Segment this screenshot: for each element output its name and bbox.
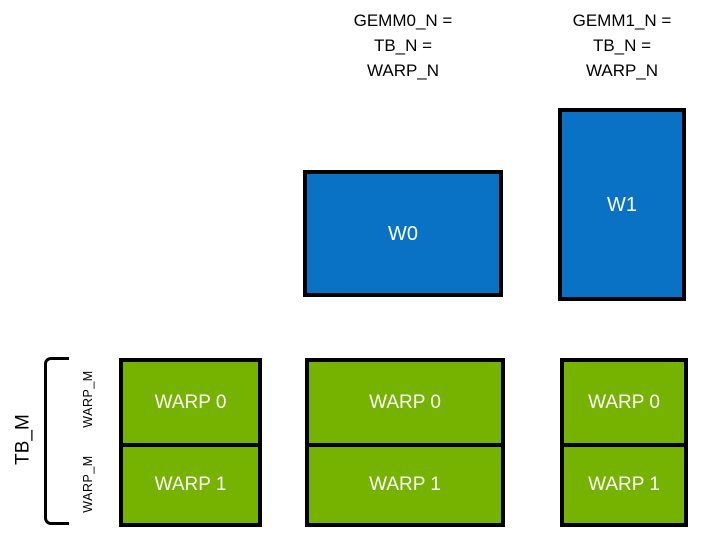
- caption-gemm1-n: GEMM1_N = TB_N = WARP_N: [572, 11, 672, 80]
- warp-cell: WARP 0: [123, 362, 258, 443]
- warp-tile-w1: W1: [558, 108, 686, 301]
- axis-label-warp-m-upper: WARP_M: [81, 370, 95, 428]
- warp-cell-label: WARP 1: [369, 474, 441, 496]
- warp-stack-1: WARP 0 WARP 1: [305, 358, 505, 527]
- warp-tile-w0: W0: [303, 170, 503, 297]
- warp-cell-label: WARP 1: [154, 474, 227, 496]
- warp-cell: WARP 0: [309, 362, 501, 443]
- warp-stack-0: WARP 0 WARP 1: [119, 358, 262, 527]
- warp-cell-label: WARP 0: [154, 391, 227, 413]
- warp-cell: WARP 1: [123, 442, 258, 523]
- warp-stack-2: WARP 0 WARP 1: [560, 358, 688, 527]
- caption-gemm0-n: GEMM0_N = TB_N = WARP_N: [353, 11, 453, 80]
- warp-cell: WARP 1: [309, 442, 501, 523]
- axis-label-tb-m: TB_M: [12, 414, 34, 465]
- warp-tile-w1-label: W1: [607, 193, 637, 216]
- tb-m-bracket: [44, 357, 69, 525]
- warp-cell-label: WARP 0: [588, 391, 660, 413]
- axis-label-warp-m-lower: WARP_M: [81, 455, 95, 513]
- warp-cell: WARP 1: [564, 442, 684, 523]
- warp-tile-w0-label: W0: [388, 222, 418, 245]
- warp-cell: WARP 0: [564, 362, 684, 443]
- warp-cell-label: WARP 1: [588, 474, 660, 496]
- warp-cell-label: WARP 0: [369, 391, 441, 413]
